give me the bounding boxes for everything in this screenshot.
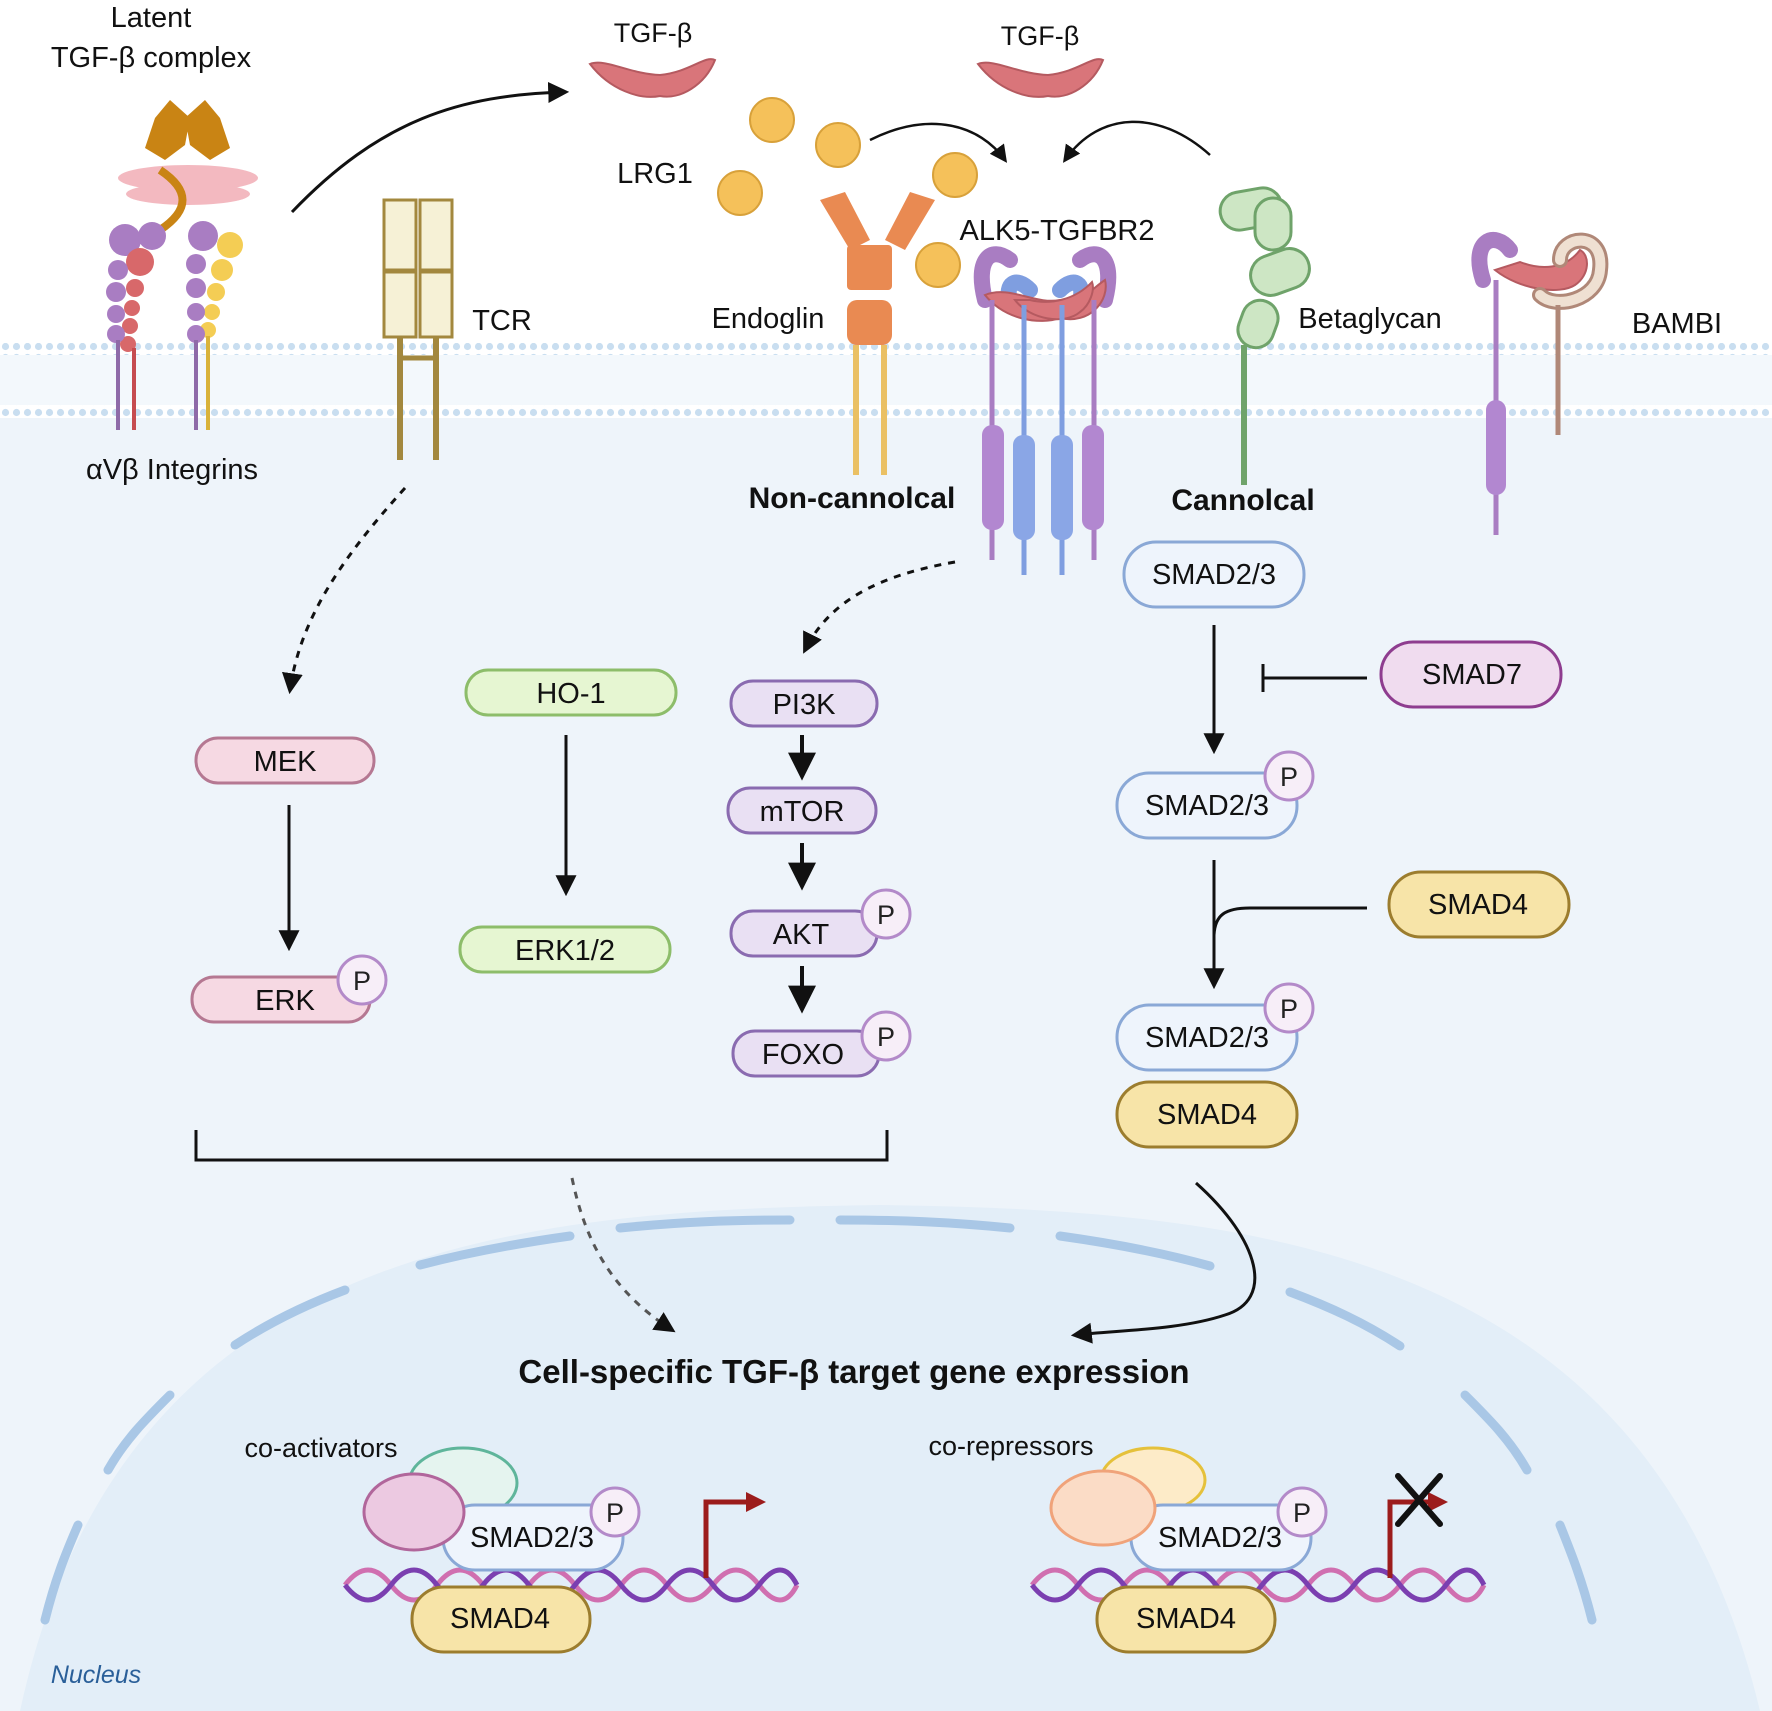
blocked-x-icon: [1395, 1473, 1443, 1527]
latent-label-line1: Latent: [111, 2, 192, 34]
foxo-node: FOXO P: [731, 1010, 912, 1078]
akt-node: AKT P: [729, 888, 912, 958]
dashed-arrow-to-target-genes: [570, 1177, 676, 1333]
smad23-c-phospho-label: P: [1280, 994, 1298, 1024]
smad23-nuc-right: SMAD2/3 P: [1129, 1486, 1328, 1572]
activation-arrow-latent-to-tgfb: [290, 81, 570, 214]
smad23-node-b: SMAD2/3 P: [1115, 750, 1315, 840]
canonical-label: Cannolcal: [1171, 484, 1314, 517]
co-repressors-label: co-repressors: [928, 1431, 1093, 1461]
target-gene-expression-label: Cell-specific TGF-β target gene expressi…: [518, 1353, 1189, 1390]
co-activators-label: co-activators: [244, 1433, 397, 1463]
smad4-nuc-left-label: SMAD4: [450, 1603, 550, 1635]
smad23-nuc-left-phospho: P: [606, 1498, 624, 1528]
non-canonical-label: Non-cannolcal: [749, 482, 956, 515]
tcr-label: TCR: [472, 305, 532, 337]
dashed-arrow-tcr-to-mek: [281, 486, 407, 695]
arrow-betaglycan-to-receptor: [1062, 120, 1211, 163]
alk5-tgfbr2-receptor: [973, 246, 1117, 575]
tcr-receptor: [382, 198, 454, 460]
ho1-node: HO-1: [464, 668, 678, 717]
pi3k-node: PI3K: [729, 679, 879, 728]
smad23-nuc-right-label: SMAD2/3: [1158, 1522, 1282, 1554]
smad23-nuc-left: SMAD2/3 P: [441, 1486, 641, 1572]
smad4-nuc-right: SMAD4: [1095, 1585, 1277, 1654]
nuclear-envelope: [40, 1215, 1597, 1625]
smad7-inhibition-line: [1261, 664, 1367, 692]
smad23-nuc-right-phospho: P: [1293, 1498, 1311, 1528]
tgf-beta-label-left: TGF-β: [614, 18, 693, 48]
nucleus: [20, 1205, 1760, 1711]
co-activator-pink: [362, 1472, 466, 1552]
arrow-smad-complex-to-nucleus: [1070, 1181, 1257, 1344]
foxo-label: FOXO: [762, 1039, 844, 1071]
smad7-label: SMAD7: [1422, 659, 1522, 691]
smad4-joining-line: [1212, 906, 1367, 936]
integrin-alpha-v-beta: [106, 221, 243, 430]
pi3k-label: PI3K: [773, 689, 837, 721]
bambi-receptor: [1471, 232, 1609, 535]
smad4-side-label: SMAD4: [1428, 889, 1528, 921]
smad23-label-a: SMAD2/3: [1152, 559, 1276, 591]
betaglycan-label: Betaglycan: [1298, 303, 1442, 335]
integrins-label: αVβ Integrins: [86, 454, 258, 486]
smad23-node-a: SMAD2/3: [1122, 540, 1306, 609]
lrg1-molecules: [717, 97, 978, 288]
mtor-label: mTOR: [760, 796, 845, 828]
akt-phospho-label: P: [877, 900, 895, 930]
ho1-label: HO-1: [536, 678, 605, 710]
smad4-complex-label: SMAD4: [1157, 1099, 1257, 1131]
smad4-node-side: SMAD4: [1387, 870, 1571, 939]
mek-node: MEK: [194, 736, 376, 785]
endoglin-label: Endoglin: [712, 303, 825, 335]
latent-label-line2: TGF-β complex: [51, 42, 252, 74]
smad23-b-phospho-label: P: [1280, 762, 1298, 792]
lrg1-label: LRG1: [617, 158, 693, 190]
erk-label: ERK: [255, 985, 315, 1017]
nucleus-label: Nucleus: [51, 1661, 141, 1689]
mtor-node: mTOR: [726, 786, 878, 835]
smad23-nuc-left-label: SMAD2/3: [470, 1522, 594, 1554]
smad4-nuc-right-label: SMAD4: [1136, 1603, 1236, 1635]
smad4-node-complex: SMAD4: [1115, 1080, 1299, 1149]
tgf-beta-ligand-left: [588, 58, 717, 98]
betaglycan-receptor: [1218, 186, 1311, 485]
erk12-label: ERK1/2: [515, 935, 615, 967]
foxo-phospho-label: P: [877, 1022, 895, 1052]
non-canonical-bracket: [194, 1130, 889, 1162]
smad4-nuc-left: SMAD4: [410, 1585, 592, 1654]
latent-tgf-beta-complex: [118, 100, 258, 234]
smad23-label-c: SMAD2/3: [1145, 1022, 1269, 1054]
tgf-beta-ligand-right: [976, 58, 1105, 98]
endoglin-receptor: [820, 192, 935, 475]
tgf-beta-label-right: TGF-β: [1001, 21, 1080, 51]
arrow-lrg1-to-receptor: [869, 122, 1008, 163]
dashed-arrow-receptor-to-pi3k: [803, 560, 956, 654]
smad23-label-b: SMAD2/3: [1145, 790, 1269, 822]
smad7-node: SMAD7: [1379, 640, 1563, 709]
transcription-start-arrow-left: [703, 1492, 766, 1578]
mek-label: MEK: [254, 746, 318, 778]
erk-node: ERK P: [190, 954, 388, 1024]
erk12-node: ERK1/2: [458, 925, 672, 974]
alk5-tgfbr2-label: ALK5-TGFBR2: [960, 215, 1155, 247]
smad23-node-c: SMAD2/3 P: [1115, 982, 1315, 1072]
erk-phospho-label: P: [353, 966, 371, 996]
akt-label: AKT: [773, 919, 830, 951]
bambi-label: BAMBI: [1632, 308, 1722, 340]
co-repressor-orange: [1049, 1469, 1157, 1547]
